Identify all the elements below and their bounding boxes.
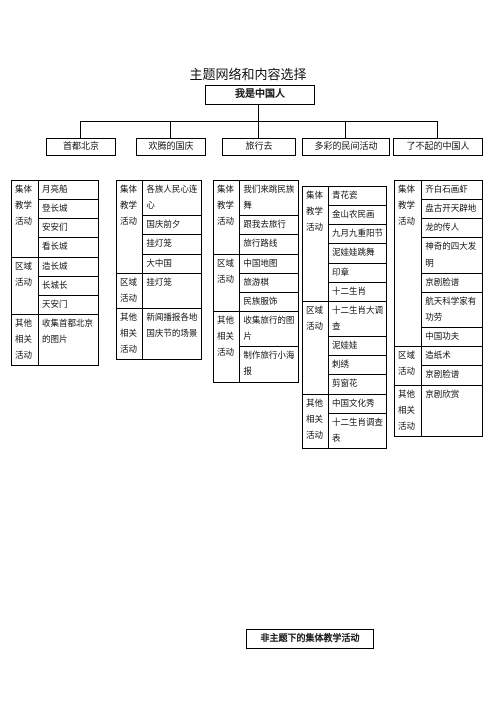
activity-item: 跟我去旅行	[239, 215, 299, 236]
column-table-3: 集体教学活动我们来跳民族舞跟我去旅行旅行路线区域活动中国地图旅游棋民族服饰其他相…	[212, 179, 299, 383]
topic-connector-5	[437, 121, 438, 138]
activity-item: 中国地图	[239, 253, 299, 274]
activity-item: 登长城	[37, 199, 100, 220]
group-label: 区域活动	[393, 346, 423, 386]
group-label: 区域活动	[115, 272, 144, 309]
group-label: 集体教学活动	[393, 179, 423, 348]
activity-item: 挂灯笼	[142, 234, 202, 255]
group-label: 集体教学活动	[301, 186, 330, 302]
page-title: 主题网络和内容选择	[189, 68, 307, 83]
group-label: 集体教学活动	[115, 180, 144, 274]
topic-connector-3	[258, 121, 259, 138]
activity-item: 各族人民心连心	[142, 179, 202, 217]
activity-item: 收集首都北京的图片	[37, 313, 100, 367]
activity-item: 泥娃娃	[328, 336, 387, 357]
activity-item: 九月九重阳节	[328, 224, 387, 245]
activity-item: 新闻播报各地国庆节的场景	[142, 307, 202, 361]
group-label: 区域活动	[11, 256, 39, 315]
activity-item: 印章	[328, 262, 387, 283]
topic-box: 了不起的中国人	[393, 138, 483, 156]
topic-box: 首都北京	[46, 138, 116, 156]
activity-item: 造长城	[37, 256, 100, 277]
activity-item: 京剧欣赏	[421, 384, 483, 437]
activity-item: 旅行路线	[239, 234, 299, 255]
activity-item: 月亮船	[37, 179, 100, 201]
root-connector	[258, 104, 259, 121]
activity-item: 剪窗花	[328, 374, 387, 395]
group-label: 集体教学活动	[11, 180, 39, 258]
activity-item: 中国功夫	[421, 327, 483, 348]
activity-item: 京剧脸谱	[421, 365, 483, 386]
topic-connector-1	[80, 121, 81, 138]
activity-item: 神奇的四大发明	[421, 237, 483, 274]
group-label: 区域活动	[301, 300, 330, 395]
topic-connector-4	[345, 121, 346, 138]
column-table-2: 集体教学活动各族人民心连心国庆前夕挂灯笼大中国区域活动挂灯笼其他相关活动新闻播报…	[115, 179, 202, 361]
activity-item: 泥娃娃跳舞	[328, 243, 387, 264]
activity-item: 盘古开天辟地	[421, 199, 483, 220]
activity-item: 十二生肖	[328, 281, 387, 302]
activity-item: 安安们	[37, 218, 100, 239]
activity-item: 长城长	[37, 275, 100, 296]
activity-item: 挂灯笼	[142, 272, 202, 309]
group-label: 区域活动	[212, 253, 241, 312]
activity-item: 民族服饰	[239, 291, 299, 312]
activity-item: 龙的传人	[421, 218, 483, 239]
activity-item: 中国文化秀	[328, 393, 387, 414]
topic-box: 多彩的民间活动	[302, 138, 390, 156]
activity-item: 十二生肖大调查	[328, 300, 387, 338]
activity-item: 旅游棋	[239, 272, 299, 293]
activity-item: 看长城	[37, 237, 100, 258]
group-label: 其他相关活动	[393, 384, 423, 437]
activity-item: 齐白石画虾	[421, 179, 483, 201]
activity-item: 大中国	[142, 253, 202, 274]
topic-connector-2	[170, 121, 171, 138]
column-table-5: 集体教学活动齐白石画虾盘古开天辟地龙的传人神奇的四大发明京剧脸谱航天科学家有功劳…	[393, 179, 483, 437]
activity-item: 金山农民画	[328, 205, 387, 226]
root-node: 我是中国人	[205, 85, 315, 105]
group-label: 其他相关活动	[212, 310, 241, 383]
activity-item: 十二生肖调查表	[328, 412, 387, 449]
activity-item: 国庆前夕	[142, 215, 202, 236]
activity-item: 青花瓷	[328, 185, 387, 207]
group-label: 其他相关活动	[115, 307, 144, 361]
topic-box: 旅行去	[222, 138, 296, 156]
group-label: 其他相关活动	[11, 313, 39, 367]
activity-item: 京剧脸谱	[421, 272, 483, 293]
activity-item: 造纸术	[421, 346, 483, 367]
activity-item: 刺绣	[328, 355, 387, 376]
activity-item: 制作旅行小海报	[239, 346, 299, 383]
activity-item: 我们来跳民族舞	[239, 179, 299, 217]
activity-item: 收集旅行的图片	[239, 310, 299, 348]
activity-item: 天安门	[37, 294, 100, 315]
activity-item: 航天科学家有功劳	[421, 291, 483, 329]
column-table-1: 集体教学活动月亮船登长城安安们看长城区域活动造长城长城长天安门其他相关活动收集首…	[11, 179, 100, 367]
group-label: 集体教学活动	[212, 180, 241, 255]
topic-box: 欢腾的国庆	[136, 138, 206, 156]
column-table-4: 集体教学活动青花瓷金山农民画九月九重阳节泥娃娃跳舞印章十二生肖区域活动十二生肖大…	[301, 185, 387, 449]
footer-box: 非主题下的集体教学活动	[246, 629, 374, 649]
group-label: 其他相关活动	[301, 393, 330, 449]
